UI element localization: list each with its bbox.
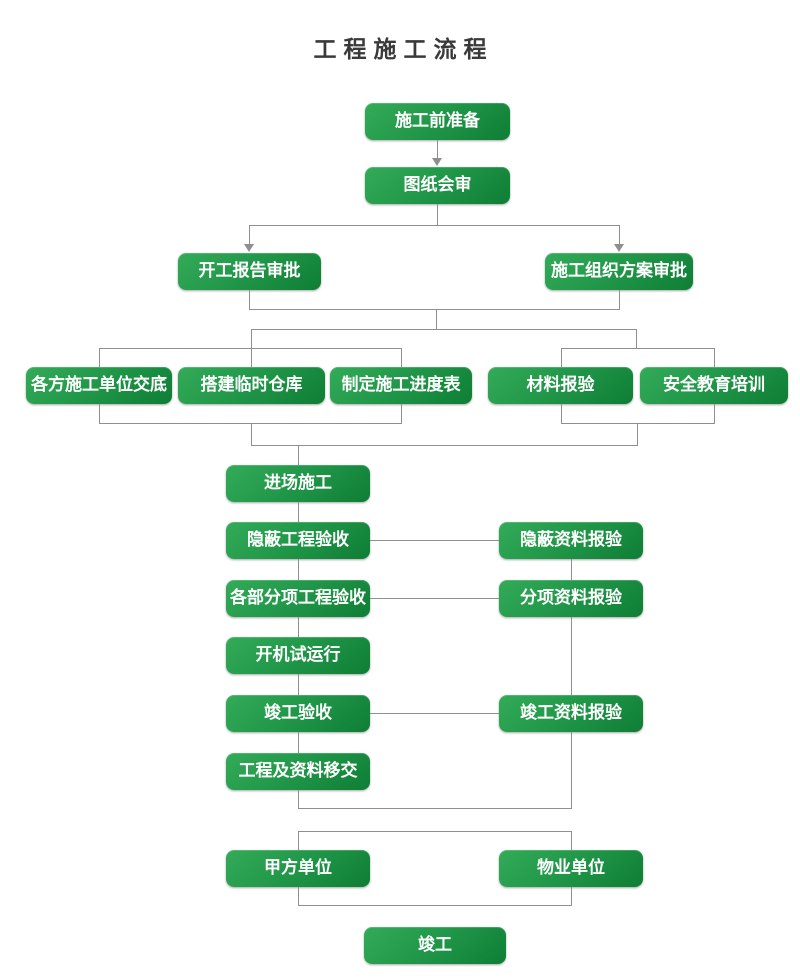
connector-line <box>251 445 638 446</box>
node-hidden-work-acceptance: 隐蔽工程验收 <box>226 522 370 559</box>
connector-line <box>298 887 299 905</box>
connector-line <box>561 404 562 423</box>
connector-line <box>298 674 299 695</box>
connector-line <box>637 423 638 445</box>
node-safety-training: 安全教育培训 <box>640 367 788 404</box>
connector-line <box>561 348 562 367</box>
connector-line <box>619 225 620 244</box>
connector-line <box>298 617 299 637</box>
connector-line <box>249 309 620 310</box>
connector-line <box>298 732 299 753</box>
connector-line <box>298 790 299 808</box>
connector-line <box>370 540 499 541</box>
connector-line <box>714 348 715 367</box>
connector-line <box>714 404 715 423</box>
connector-line <box>571 732 572 808</box>
connector-line <box>370 713 499 714</box>
connector-line <box>401 404 402 423</box>
connector-line <box>99 423 402 424</box>
connector-line <box>249 225 620 226</box>
page-title: 工程施工流程 <box>313 37 494 63</box>
connector-line <box>636 329 637 348</box>
node-hidden-data-report: 隐蔽资料报验 <box>499 522 643 559</box>
arrow-down-icon <box>244 244 254 252</box>
node-temp-warehouse: 搭建临时仓库 <box>178 367 325 404</box>
connector-line <box>249 225 250 244</box>
connector-line <box>401 348 402 367</box>
connector-line <box>251 329 637 330</box>
connector-line <box>571 831 572 850</box>
connector-line <box>370 598 499 599</box>
node-completion-data-report: 竣工资料报验 <box>499 695 643 732</box>
node-subsection-acceptance: 各部分项工程验收 <box>226 580 370 617</box>
connector-line <box>437 204 438 225</box>
connector-line <box>99 348 402 349</box>
arrow-down-icon <box>432 158 442 166</box>
connector-line <box>298 905 572 906</box>
node-trial-run: 开机试运行 <box>226 637 370 674</box>
node-completed: 竣工 <box>364 927 506 964</box>
connector-line <box>99 404 100 423</box>
connector-line <box>298 445 299 465</box>
connector-line <box>561 348 715 349</box>
node-contractor-disclosure: 各方施工单位交底 <box>26 367 172 404</box>
connector-line <box>619 290 620 309</box>
node-project-handover: 工程及资料移交 <box>226 753 370 790</box>
node-property-unit: 物业单位 <box>499 850 643 887</box>
connector-line <box>298 831 572 832</box>
connector-line <box>249 290 250 309</box>
connector-line <box>436 309 437 329</box>
connector-line <box>251 423 252 445</box>
connector-line <box>99 348 100 367</box>
node-owner-unit: 甲方单位 <box>226 850 370 887</box>
connector-line <box>437 140 438 158</box>
connector-line <box>298 808 572 809</box>
node-start-report-approval: 开工报告审批 <box>178 253 321 290</box>
node-material-inspection: 材料报验 <box>488 367 633 404</box>
connector-line <box>561 423 715 424</box>
connector-line <box>298 502 299 522</box>
connector-line <box>298 559 299 580</box>
node-org-plan-approval: 施工组织方案审批 <box>545 253 693 290</box>
connector-line <box>571 559 572 580</box>
connector-line <box>571 887 572 905</box>
node-drawing-review: 图纸会审 <box>365 167 510 204</box>
node-enter-site: 进场施工 <box>226 465 370 502</box>
node-subsection-data-report: 分项资料报验 <box>499 580 643 617</box>
connector-line <box>298 831 299 850</box>
arrow-down-icon <box>614 244 624 252</box>
node-schedule-plan: 制定施工进度表 <box>330 367 472 404</box>
connector-line <box>571 617 572 695</box>
node-completion-acceptance: 竣工验收 <box>226 695 370 732</box>
node-pre-construction-prep: 施工前准备 <box>365 103 510 140</box>
